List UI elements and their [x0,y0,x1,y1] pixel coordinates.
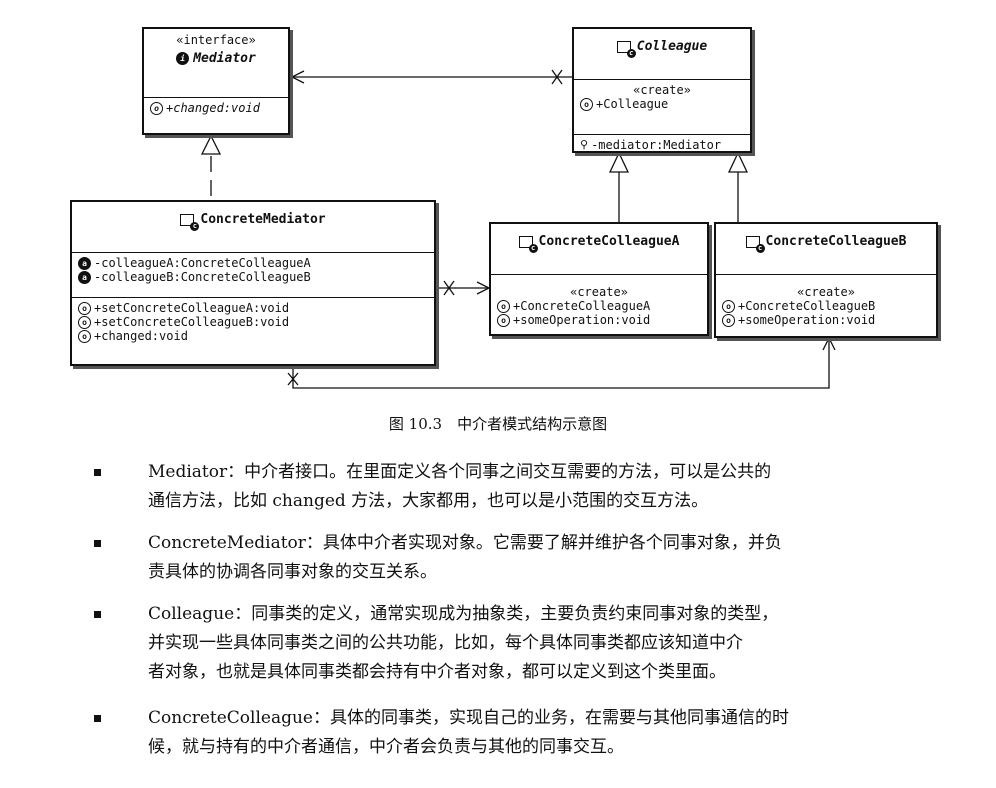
bullet-line: Mediator：中介者接口。在里面定义各个同事之间交互需要的方法，可以是公共的 [148,462,772,482]
colleague-constructor: o +Colleague [580,97,744,111]
class-icon [180,213,200,231]
bullet-item: Mediator：中介者接口。在里面定义各个同事之间交互需要的方法，可以是公共的… [94,458,968,516]
concrete-mediator-name: ConcreteMediator [180,212,326,231]
bullet-item: ConcreteMediator：具体中介者实现对象。它需要了解并维护各个同事对… [94,529,968,587]
concrete-colleague-a-name: ConcreteColleagueA [518,234,679,253]
mediator-name: i Mediator [176,51,256,66]
bullet-line: 并实现一些具体同事类之间的公共功能，比如，每个具体同事类都应该知道中介 [148,633,743,653]
public-method-icon: o [78,329,91,343]
public-method-icon: o [497,313,510,327]
private-field-icon: ⚲ [580,138,589,151]
bullet-line: 候，就与持有的中介者通信，中介者会负责与其他的同事交互。 [148,737,624,757]
concrete-colleague-b-create-label: «create» [797,285,855,299]
colleague-create-label: «create» [633,83,691,97]
bullet-item: ConcreteColleague：具体的同事类，实现自己的业务，在需要与其他同… [94,704,968,762]
concrete-mediator-method: o +changed:void [78,329,428,343]
concrete-colleague-b-name: ConcreteColleagueB [745,234,906,253]
bullet-line: 者对象，也就是具体同事类都会持有中介者对象，都可以定义到这个类里面。 [148,662,726,682]
bullet-line: Colleague：同事类的定义，通常实现成为抽象类，主要负责约束同事对象的类型… [148,604,779,624]
bullet-line: ConcreteColleague：具体的同事类，实现自己的业务，在需要与其他同… [148,708,789,728]
private-field-icon: a [78,256,91,270]
bullet-icon [94,611,101,618]
concrete-mediator-class-box: ConcreteMediator a -colleagueA:ConcreteC… [70,200,436,366]
concrete-colleague-a-method: o +ConcreteColleagueA [497,299,701,313]
public-method-icon: o [722,313,735,327]
bullet-line: 通信方法，比如 changed 方法，大家都用，也可以是小范围的交互方法。 [148,491,709,511]
colleague-name: Colleague [616,39,707,58]
bullet-line: 责具体的协调各同事对象的交互关系。 [148,562,437,582]
interface-icon: i [176,52,190,65]
bullet-icon [94,540,101,547]
concrete-colleague-a-class-box: ConcreteColleagueA «create» o +ConcreteC… [489,222,709,336]
colleague-class-box: Colleague «create» o +Colleague ⚲ -media… [572,27,752,153]
relationship-lines [200,69,836,389]
concrete-mediator-method: o +setConcreteColleagueB:void [78,315,428,329]
colleague-field: ⚲ -mediator:Mediator [580,138,722,152]
concrete-colleague-b-class-box: ConcreteColleagueB «create» o +ConcreteC… [714,222,938,338]
private-field-icon: a [78,270,91,284]
mediator-stereotype: «interface» [176,33,256,47]
public-method-icon: o [580,97,593,111]
public-method-icon: o [722,299,735,313]
concrete-colleague-a-create-label: «create» [570,285,628,299]
concrete-mediator-field: a -colleagueB:ConcreteColleagueB [78,270,428,284]
concrete-mediator-field: a -colleagueA:ConcreteColleagueA [78,256,428,270]
public-method-icon: o [150,101,163,115]
figure-caption: 图 10.3 中介者模式结构示意图 [388,415,608,433]
concrete-mediator-method: o +setConcreteColleagueA:void [78,301,428,315]
class-icon [518,235,538,253]
class-icon [616,40,636,58]
concrete-colleague-b-method: o +ConcreteColleagueB [722,299,930,313]
concrete-colleague-b-method: o +someOperation:void [722,313,930,327]
bullet-icon [94,469,101,476]
public-method-icon: o [78,301,91,315]
mediator-method: o +changed:void [150,101,282,115]
bullet-icon [94,715,101,722]
bullet-item: Colleague：同事类的定义，通常实现成为抽象类，主要负责约束同事对象的类型… [94,600,968,687]
bullet-line: ConcreteMediator：具体中介者实现对象。它需要了解并维护各个同事对… [148,533,782,553]
mediator-class-box: «interface» i Mediator o +changed:void [142,27,290,135]
class-icon [745,235,765,253]
public-method-icon: o [78,315,91,329]
public-method-icon: o [497,299,510,313]
concrete-colleague-a-method: o +someOperation:void [497,313,701,327]
